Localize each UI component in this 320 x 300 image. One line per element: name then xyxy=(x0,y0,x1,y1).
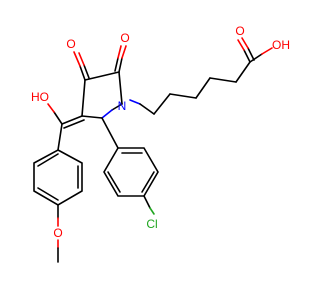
chlorine-label: Cl xyxy=(146,217,157,231)
ketone-oxygen-upper-label: O xyxy=(66,37,75,51)
chemical-structure-diagram: O OH O O N HO Cl O xyxy=(31,24,290,263)
pyrrolidine-ring xyxy=(81,71,123,119)
methoxyphenyl-ring xyxy=(33,149,83,263)
acid-hydroxyl-label: OH xyxy=(272,38,290,52)
enol-linkage xyxy=(47,103,85,151)
methoxy-oxygen-label: O xyxy=(53,226,62,240)
chlorophenyl-ring xyxy=(101,117,159,215)
ring-nitrogen-label: N xyxy=(118,99,127,113)
enol-hydroxyl-label: HO xyxy=(31,90,49,104)
acid-oxygen-label: O xyxy=(235,24,244,38)
ring-carbonyl-bonds xyxy=(73,45,127,81)
ketone-oxygen-right-label: O xyxy=(120,31,129,45)
hexanoic-acid-chain xyxy=(129,37,273,115)
atom-labels: O OH O O N HO Cl O xyxy=(31,24,290,240)
